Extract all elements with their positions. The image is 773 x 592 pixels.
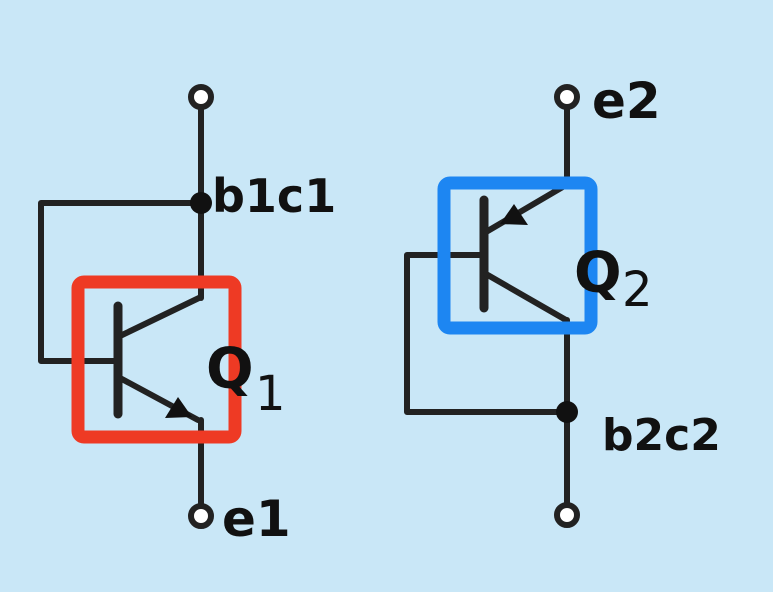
q1-highlight-box	[71, 275, 242, 444]
q2-label-sub: 2	[622, 262, 653, 318]
q1-emitter-label: e1	[222, 490, 291, 548]
q2-emitter-arrow-icon	[500, 204, 528, 225]
q1-junction-node	[190, 192, 212, 214]
q2-terminal-label: b2c2	[602, 410, 721, 461]
q1-terminal-label: b1c1	[212, 169, 336, 223]
q2-collector-lead	[483, 271, 569, 323]
q1-label-sub: 1	[255, 366, 286, 422]
q1-emitter-arrow-icon	[165, 397, 192, 418]
q2-bottom-terminal	[554, 502, 580, 528]
q2-junction-node	[556, 401, 578, 423]
q1-collector-lead	[117, 294, 204, 339]
q2-label-main: Q	[574, 241, 622, 306]
q2-highlight-box	[437, 176, 598, 335]
q2-emitter-label: e2	[592, 72, 661, 130]
q1-label-main: Q	[206, 337, 254, 402]
q1-bottom-terminal	[188, 503, 214, 529]
q2-emitter-lead	[483, 182, 569, 235]
